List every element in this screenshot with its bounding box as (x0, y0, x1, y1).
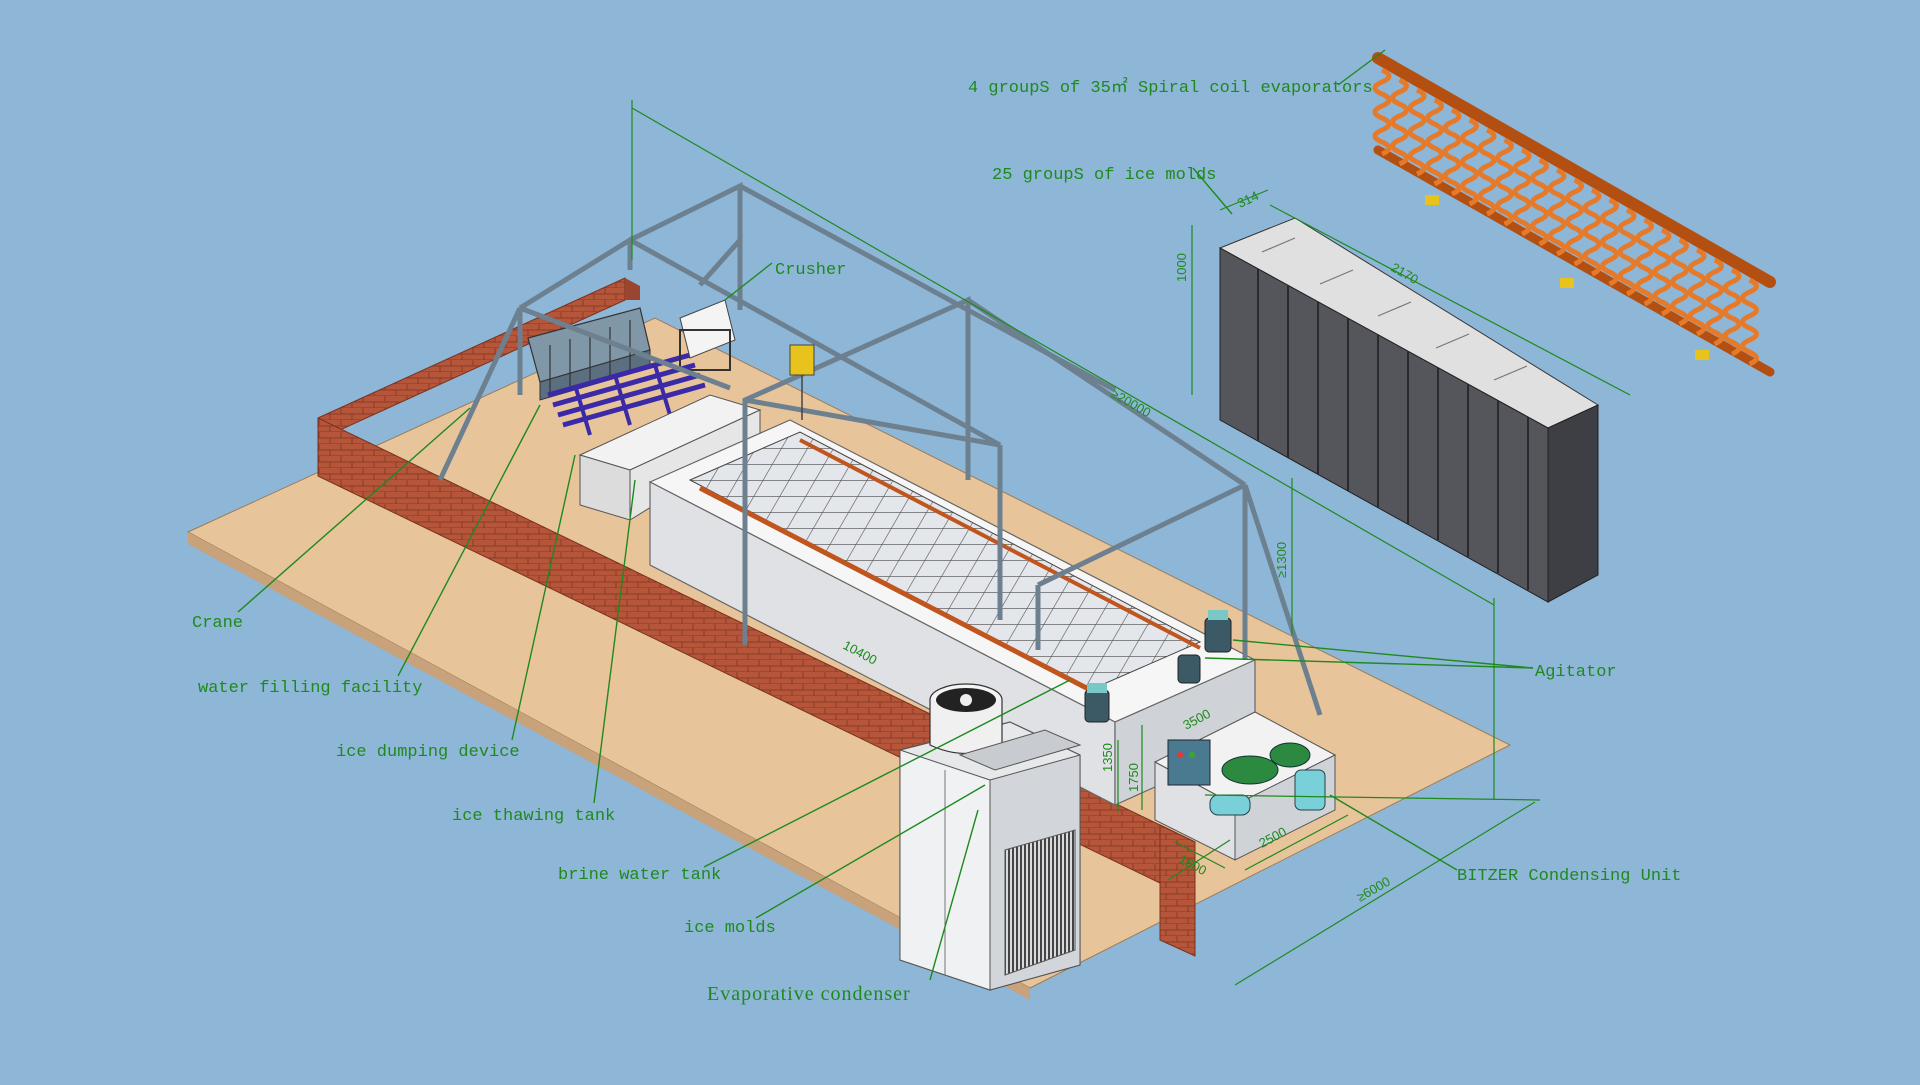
label-ice-dumping: ice dumping device (336, 743, 520, 762)
label-evaporators: 4 groupS of 35㎡ Spiral coil evaporators (968, 77, 1373, 98)
dim-1350: 1350 (1100, 743, 1115, 772)
label-crane: Crane (192, 614, 243, 633)
crusher (679, 299, 736, 371)
evaporative-condenser (899, 683, 1082, 991)
dim-20000: ≥20000 (1109, 386, 1154, 421)
leader-lines (237, 49, 1534, 981)
crane-hoist (789, 344, 815, 420)
bitzer-condensing-unit (1153, 711, 1337, 861)
label-agitator: Agitator (1535, 663, 1617, 682)
dim-1750: 1750 (1126, 763, 1141, 792)
dim-1000: 1000 (1174, 253, 1189, 282)
label-ice-thawing: ice thawing tank (452, 807, 615, 826)
label-bitzer: BITZER Condensing Unit (1457, 867, 1681, 886)
dim-1300: ≥1300 (1274, 542, 1289, 578)
ice-dumping-device (547, 352, 706, 436)
label-crusher: Crusher (775, 261, 846, 280)
spiral-coil-evaporator (1372, 52, 1776, 377)
ice-mold-group (1218, 217, 1600, 603)
label-ice-molds: ice molds (684, 919, 776, 938)
dim-314: 314 (1235, 188, 1261, 211)
agitator (1084, 610, 1232, 723)
crane (437, 181, 1323, 716)
label-evap-condenser: Evaporative condenser (707, 983, 911, 1005)
dimension-lines (631, 100, 1631, 986)
label-ice-mold-groups: 25 groupS of ice molds (992, 166, 1216, 185)
label-brine-tank: brine water tank (558, 866, 721, 885)
label-water-filling: water filling facility (198, 679, 422, 698)
